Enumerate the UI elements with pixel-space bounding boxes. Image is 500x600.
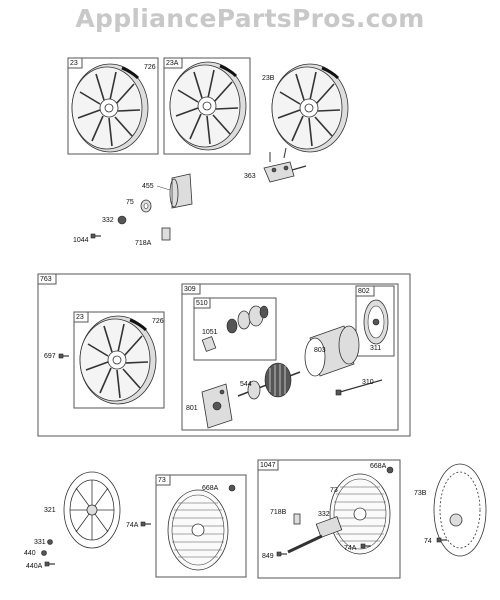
label-668A-right: 668A — [370, 463, 387, 470]
box-802-tag: 802 — [358, 288, 370, 295]
label-73: 73 — [330, 487, 338, 494]
drive-assembly-510 — [201, 305, 269, 352]
screw-1044 — [90, 233, 102, 239]
box-23A-tag: 23A — [166, 60, 179, 67]
flywheel-23A — [168, 60, 248, 152]
label-1051: 1051 — [202, 329, 218, 336]
box-23-tag: 23 — [70, 60, 78, 67]
label-726-top: 726 — [144, 64, 156, 71]
box-763-tag: 763 — [40, 276, 52, 283]
screw-74 — [436, 537, 448, 543]
label-801: 801 — [186, 405, 198, 412]
label-1044: 1044 — [73, 237, 89, 244]
screw-440A — [44, 561, 56, 567]
through-bolt-310 — [335, 379, 383, 396]
box-510-tag: 510 — [196, 300, 208, 307]
box-23 — [67, 57, 159, 155]
motor-housing-803 — [304, 325, 360, 377]
label-718A: 718A — [135, 240, 152, 247]
label-803: 803 — [314, 347, 326, 354]
pin-718A — [161, 227, 171, 241]
box-309-tag: 309 — [184, 286, 196, 293]
label-74: 74 — [424, 538, 432, 545]
label-726-inner: 726 — [152, 318, 164, 325]
label-440: 440 — [24, 550, 36, 557]
end-bracket-801 — [201, 383, 233, 429]
label-849: 849 — [262, 553, 274, 560]
shroud-73B — [433, 463, 487, 557]
box-309 — [181, 283, 399, 431]
label-331: 331 — [34, 539, 46, 546]
label-332-right: 332 — [318, 511, 330, 518]
label-363: 363 — [244, 173, 256, 180]
box-23A — [163, 57, 251, 155]
box-1047 — [257, 459, 401, 579]
label-718B: 718B — [270, 509, 287, 516]
screw-697 — [58, 353, 70, 359]
label-332: 332 — [102, 217, 114, 224]
label-321: 321 — [44, 507, 56, 514]
label-311: 311 — [370, 345, 381, 352]
screw-849 — [276, 551, 288, 557]
flywheel-763-23 — [78, 314, 158, 406]
rotating-screen-321 — [63, 471, 121, 549]
label-75: 75 — [126, 199, 134, 206]
box-73 — [155, 474, 247, 578]
starter-clutch-332 — [287, 516, 343, 554]
screen-73 — [167, 489, 229, 571]
nut-332 — [117, 215, 127, 225]
box-763-23-tag: 23 — [76, 314, 84, 321]
label-310: 310 — [362, 379, 374, 386]
screw-331 — [47, 539, 53, 545]
label-455: 455 — [142, 183, 154, 190]
label-440A: 440A — [26, 563, 43, 570]
label-74A-left: 74A — [126, 522, 139, 529]
label-668A-left: 668A — [202, 485, 219, 492]
label-23B: 23B — [262, 75, 275, 82]
screw-74A-left — [140, 521, 152, 527]
label-73B: 73B — [414, 490, 427, 497]
watermark-logo: AppliancePartsPros.com — [75, 4, 425, 33]
box-763 — [37, 273, 411, 437]
armature-544 — [237, 362, 301, 400]
box-73-tag: 73 — [158, 477, 166, 484]
label-697: 697 — [44, 353, 56, 360]
pin-718B — [293, 513, 301, 525]
label-544: 544 — [240, 381, 252, 388]
bracket-363 — [263, 147, 307, 183]
washer-440 — [41, 550, 47, 556]
flywheel-23B — [270, 62, 350, 154]
flywheel-23 — [70, 62, 150, 154]
label-74A-right: 74A — [344, 545, 357, 552]
end-cap-802 — [363, 299, 389, 345]
box-763-23 — [73, 311, 165, 409]
box-802 — [355, 285, 395, 357]
screen-1047 — [329, 473, 391, 555]
box-1047-tag: 1047 — [260, 462, 276, 469]
box-510 — [193, 297, 277, 361]
